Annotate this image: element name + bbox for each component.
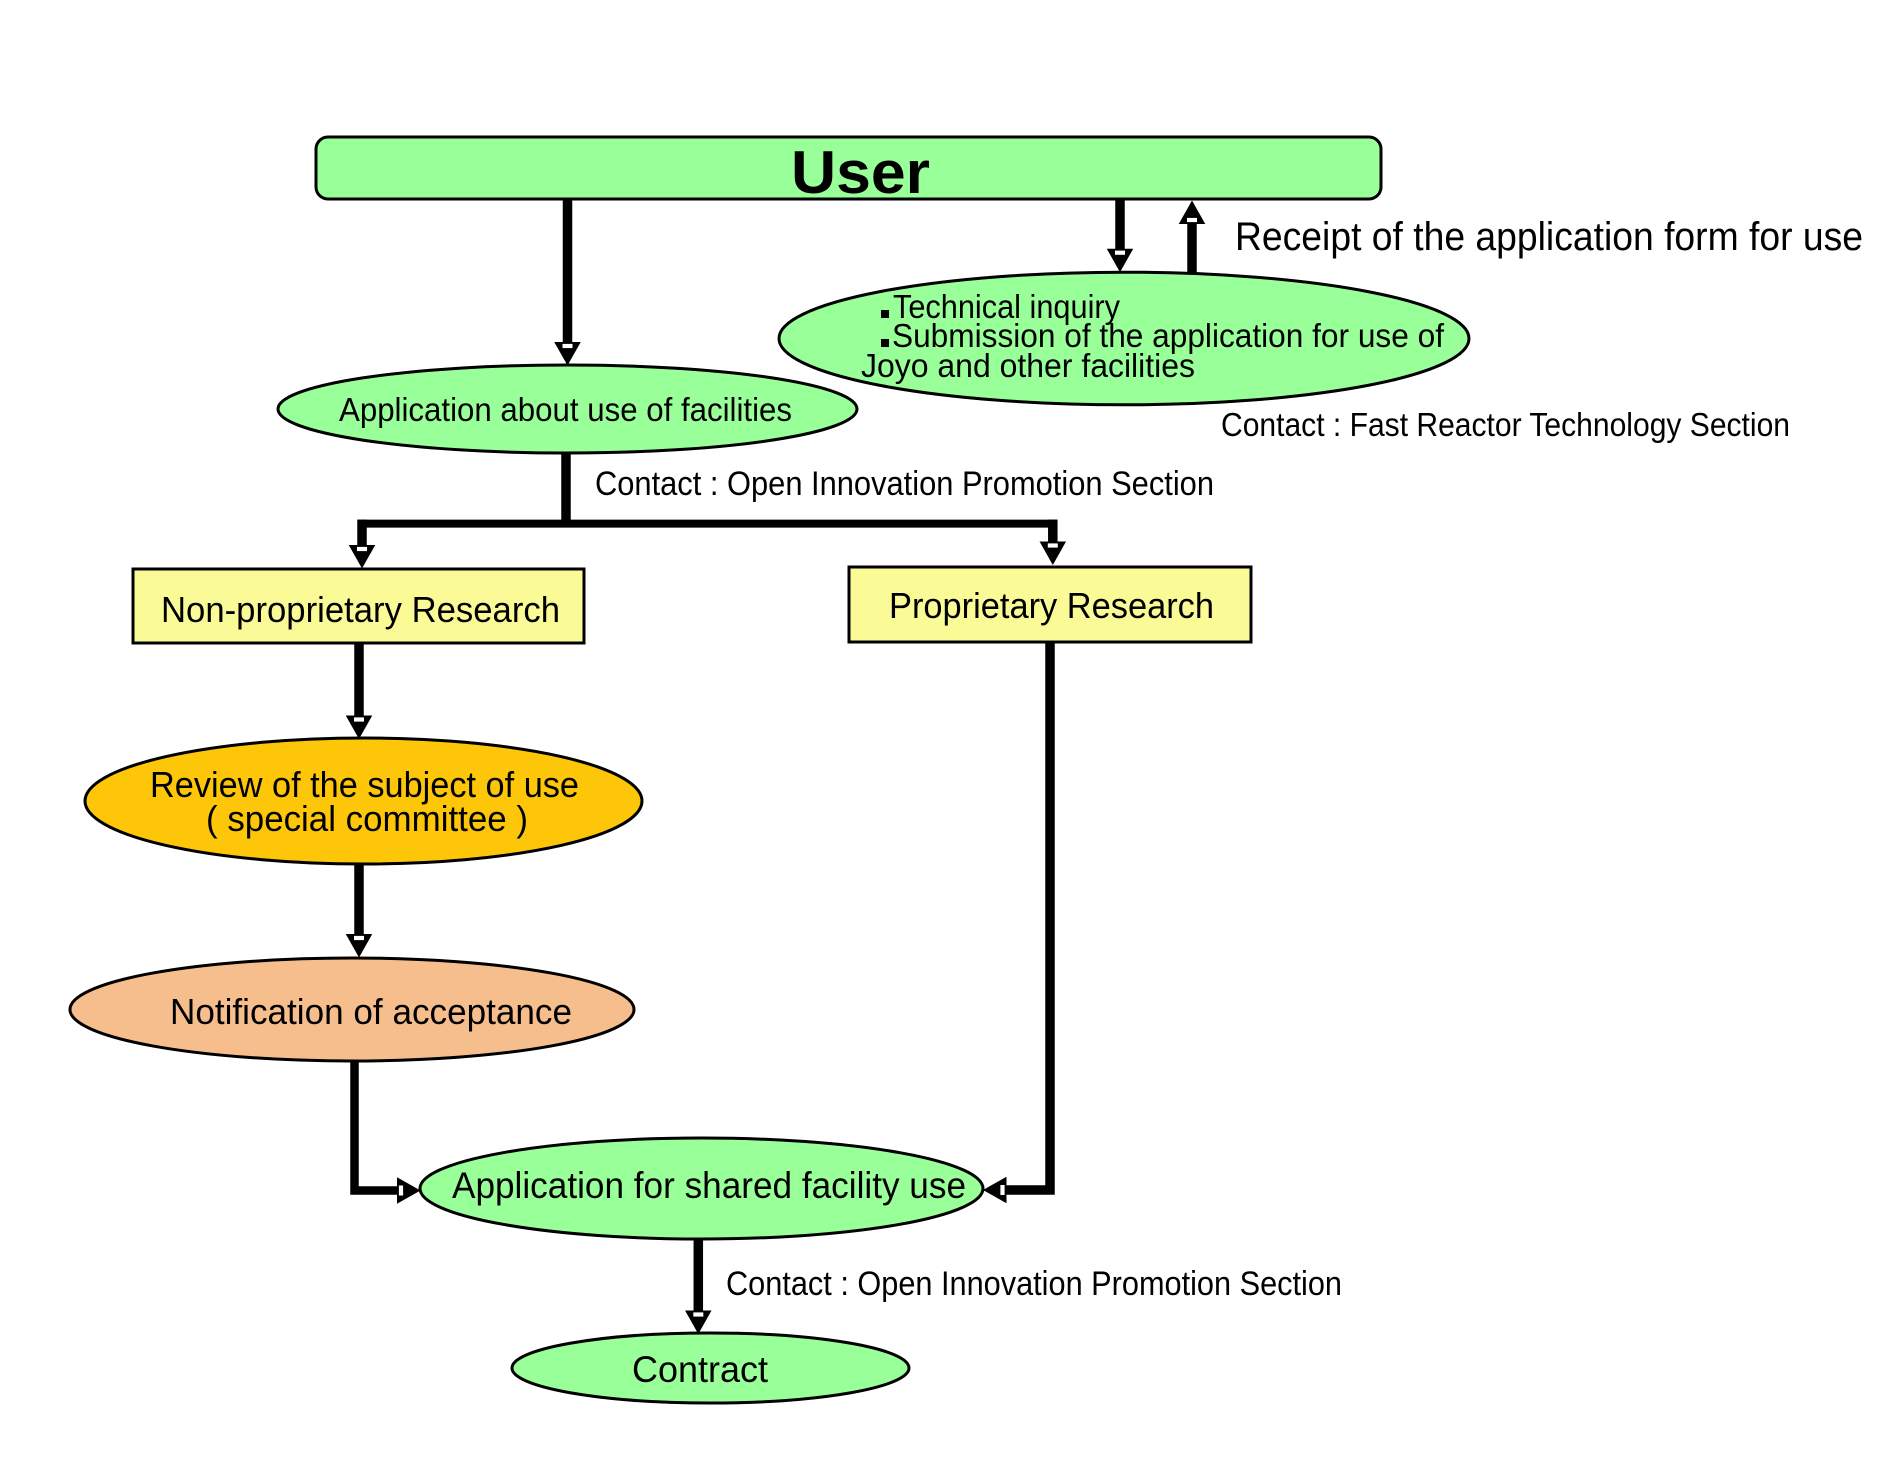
svg-text:Contact : Fast Reactor Technol: Contact : Fast Reactor Technology Sectio… bbox=[1221, 406, 1790, 443]
svg-text:Proprietary Research: Proprietary Research bbox=[889, 585, 1214, 626]
svg-text:User: User bbox=[791, 139, 930, 206]
svg-text:Review of the subject of use: Review of the subject of use bbox=[150, 764, 579, 805]
svg-text:Receipt of the application for: Receipt of the application form for use bbox=[1235, 215, 1863, 259]
svg-text:Application for shared facilit: Application for shared facility use bbox=[452, 1165, 966, 1206]
svg-text:Application about use of facil: Application about use of facilities bbox=[339, 391, 792, 428]
svg-text:Contact : Open Innovation Prom: Contact : Open Innovation Promotion Sect… bbox=[726, 1265, 1342, 1303]
svg-text:Technical inquiry: Technical inquiry bbox=[893, 288, 1120, 325]
svg-text:Non-proprietary Research: Non-proprietary Research bbox=[161, 589, 560, 630]
svg-text:( special committee ): ( special committee ) bbox=[206, 798, 528, 839]
svg-text:Contract: Contract bbox=[632, 1349, 769, 1390]
svg-text:Notification of acceptance: Notification of acceptance bbox=[170, 991, 572, 1032]
svg-text:Contact : Open Innovation Prom: Contact : Open Innovation Promotion Sect… bbox=[595, 465, 1214, 503]
svg-text:Submission of the application: Submission of the application for use of bbox=[892, 317, 1445, 354]
svg-text:Joyo and other facilities: Joyo and other facilities bbox=[861, 347, 1195, 384]
